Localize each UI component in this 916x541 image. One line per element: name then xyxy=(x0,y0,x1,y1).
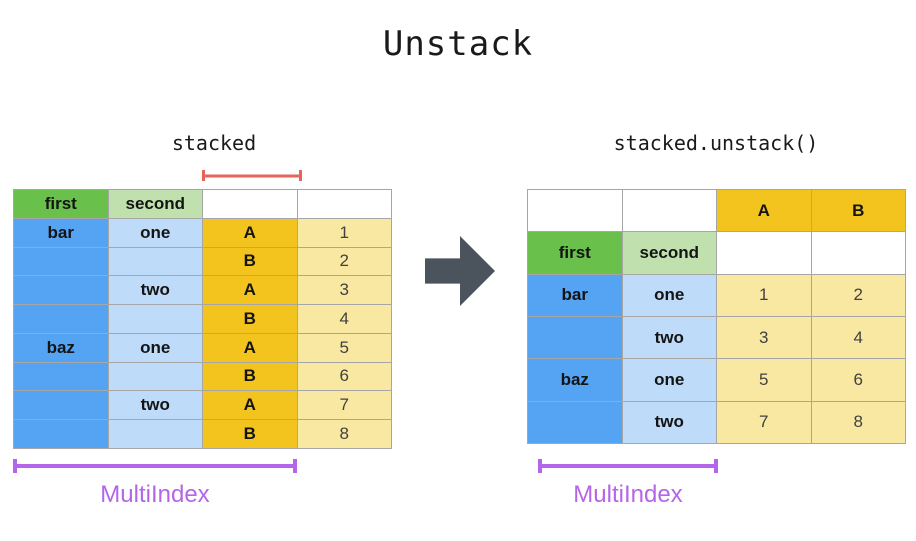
level-cell: B xyxy=(202,246,298,277)
index-cell: baz xyxy=(527,358,623,402)
column-header-cell: A xyxy=(716,188,812,233)
index-cell: baz xyxy=(13,332,109,363)
header-cell-second: second xyxy=(621,231,717,275)
index-cell xyxy=(107,419,203,449)
table-row: two A 7 xyxy=(13,390,392,421)
level-cell: B xyxy=(202,304,298,334)
index-cell xyxy=(527,315,623,360)
level-cell: A xyxy=(202,275,298,306)
table-row: B 8 xyxy=(13,419,392,449)
corner-cell-empty xyxy=(621,188,717,233)
index-cell: two xyxy=(621,400,717,445)
index-cell xyxy=(107,246,203,277)
right-arrow-icon xyxy=(425,236,495,306)
index-cell: bar xyxy=(527,273,623,317)
value-cell: 1 xyxy=(716,273,812,317)
table-row: two 3 4 xyxy=(527,315,906,360)
page-title: Unstack xyxy=(382,24,534,64)
stacked-table: first second bar one A 1 B 2 two A 3 B xyxy=(13,189,392,449)
value-cell: 2 xyxy=(296,246,392,277)
table-row: baz one 5 6 xyxy=(527,358,906,402)
value-cell: 6 xyxy=(810,358,906,402)
header-cell-empty xyxy=(202,189,298,219)
table-row: B 2 xyxy=(13,246,392,277)
index-cell: bar xyxy=(13,217,109,248)
value-cell: 7 xyxy=(716,400,812,445)
index-cell: one xyxy=(621,273,717,317)
header-cell-empty xyxy=(296,189,392,219)
value-cell: 6 xyxy=(296,361,392,392)
table-row: bar one A 1 xyxy=(13,217,392,248)
value-cell: 4 xyxy=(296,304,392,334)
multiindex-range-bracket xyxy=(538,459,718,473)
value-cell: 1 xyxy=(296,217,392,248)
header-cell-first: first xyxy=(13,189,109,219)
table-row: B 4 xyxy=(13,304,392,334)
value-cell: 5 xyxy=(296,332,392,363)
value-cell: 3 xyxy=(716,315,812,360)
index-cell: two xyxy=(107,390,203,421)
index-cell xyxy=(13,304,109,334)
unstacked-column-range-bracket xyxy=(202,170,302,181)
column-header-cell: B xyxy=(810,188,906,233)
value-cell: 8 xyxy=(810,400,906,445)
table-row: two A 3 xyxy=(13,275,392,306)
level-cell: A xyxy=(202,332,298,363)
table-row: two 7 8 xyxy=(527,400,906,445)
multiindex-label: MultiIndex xyxy=(100,481,210,508)
index-cell xyxy=(107,304,203,334)
index-cell: one xyxy=(107,217,203,248)
value-cell: 2 xyxy=(810,273,906,317)
index-cell xyxy=(13,390,109,421)
value-cell: 8 xyxy=(296,419,392,449)
header-cell-first: first xyxy=(527,231,623,275)
table-row: bar one 1 2 xyxy=(527,273,906,317)
index-cell xyxy=(527,400,623,445)
level-cell: B xyxy=(202,419,298,449)
corner-cell-empty xyxy=(527,188,623,233)
index-cell: two xyxy=(107,275,203,306)
index-cell xyxy=(13,419,109,449)
header-cell-empty xyxy=(810,231,906,275)
index-cell: one xyxy=(107,332,203,363)
unstacked-table: A B first second bar one 1 2 two 3 4 baz… xyxy=(527,188,906,445)
index-cell xyxy=(107,361,203,392)
table-row: first second xyxy=(527,231,906,275)
stacked-label: stacked xyxy=(171,131,257,155)
multiindex-label: MultiIndex xyxy=(573,481,683,508)
multiindex-range-bracket xyxy=(13,459,297,473)
index-cell xyxy=(13,275,109,306)
value-cell: 5 xyxy=(716,358,812,402)
value-cell: 7 xyxy=(296,390,392,421)
unstack-code-label: stacked.unstack() xyxy=(613,131,819,155)
table-row: B 6 xyxy=(13,361,392,392)
index-cell: one xyxy=(621,358,717,402)
table-row: A B xyxy=(527,188,906,233)
header-cell-second: second xyxy=(107,189,203,219)
level-cell: A xyxy=(202,390,298,421)
level-cell: B xyxy=(202,361,298,392)
value-cell: 4 xyxy=(810,315,906,360)
value-cell: 3 xyxy=(296,275,392,306)
index-cell xyxy=(13,361,109,392)
level-cell: A xyxy=(202,217,298,248)
index-cell: two xyxy=(621,315,717,360)
table-row: first second xyxy=(13,189,392,219)
index-cell xyxy=(13,246,109,277)
header-cell-empty xyxy=(716,231,812,275)
table-row: baz one A 5 xyxy=(13,332,392,363)
